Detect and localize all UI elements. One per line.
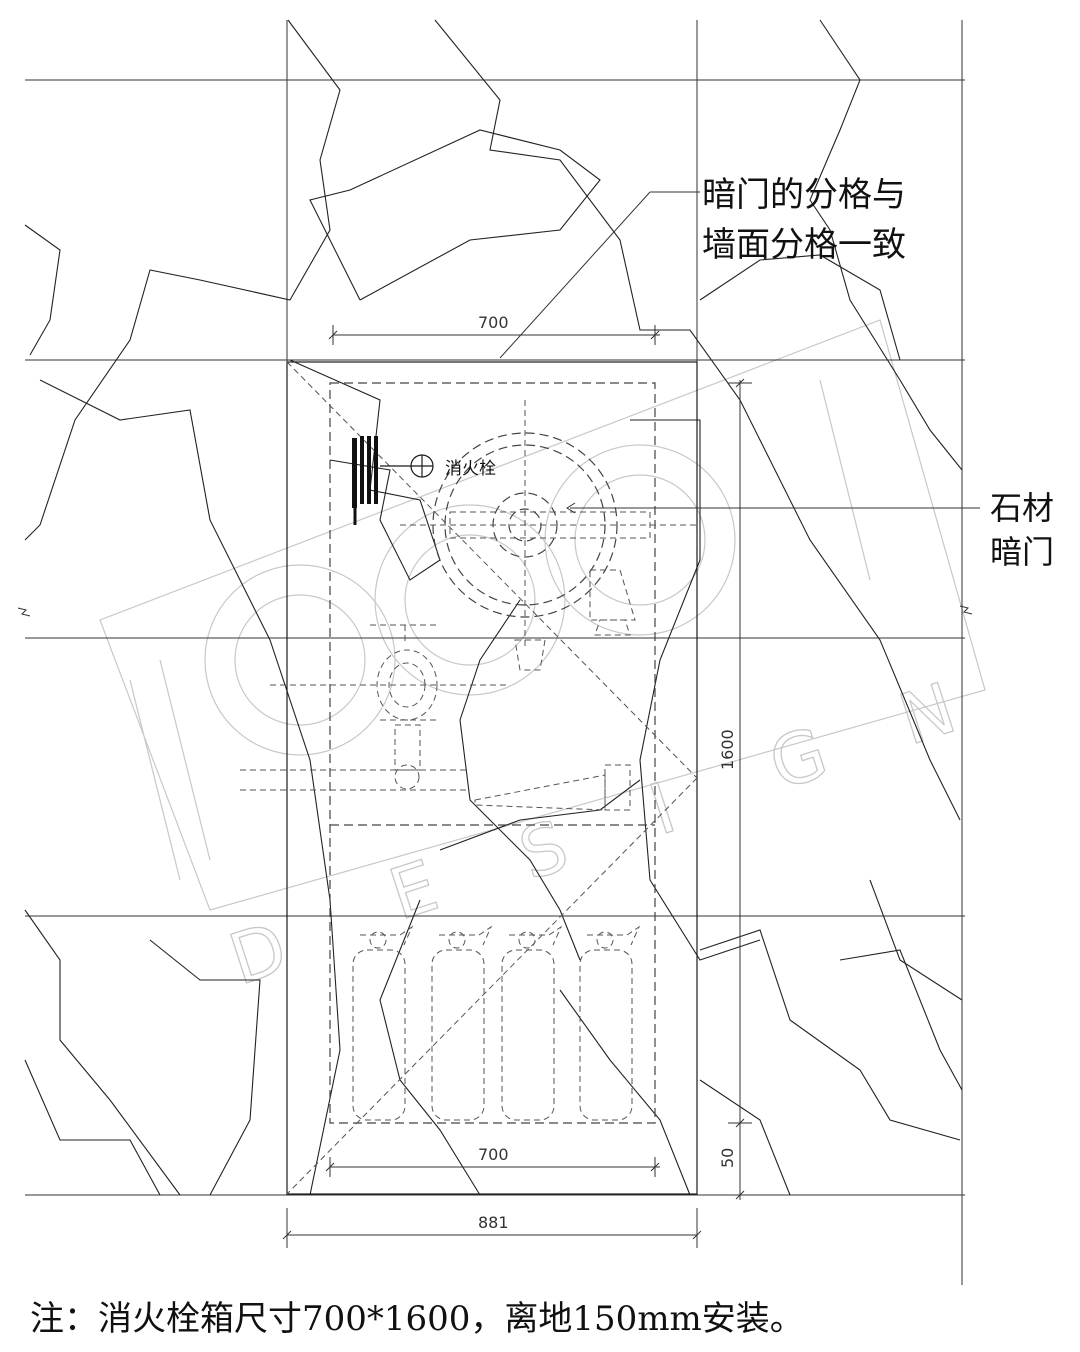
- watermark-letter-d: D: [220, 907, 297, 1002]
- dimension-overall-881: [282, 1208, 702, 1248]
- dimension-vertical: [728, 378, 752, 1200]
- stone-door-line2: 暗门: [990, 533, 1054, 571]
- watermark-letter-e: E: [380, 845, 447, 937]
- dimension-overall-label: 881: [478, 1213, 509, 1232]
- extinguisher: [352, 925, 414, 1121]
- footer-note: 注：消火栓箱尺寸700*1600，离地150mm安装。: [30, 1299, 804, 1339]
- hose-nozzle: [474, 764, 631, 811]
- fire-extinguishers: [352, 925, 641, 1121]
- dimension-top-700: [328, 325, 660, 345]
- watermark-letter-n: N: [890, 667, 965, 761]
- dimension-bottom-label: 700: [478, 1145, 509, 1164]
- dimension-bottom-700: [325, 1157, 660, 1177]
- dimension-top-label: 700: [478, 313, 509, 332]
- hydrant-valve: [240, 624, 510, 791]
- extinguisher: [579, 925, 641, 1121]
- partition-note-line2: 墙面分格一致: [702, 225, 906, 265]
- hydrant-legend-symbol: [352, 436, 434, 525]
- stone-veining: [24, 19, 963, 1196]
- cabinet: [286, 361, 698, 1195]
- hydrant-label: 消火栓: [445, 459, 496, 479]
- extinguisher: [501, 925, 563, 1121]
- watermark-logo: D E S I G N: [99, 319, 986, 1002]
- leader-lines: [499, 191, 980, 514]
- dimension-height-label: 1600: [718, 729, 737, 770]
- dimension-base-label: 50: [718, 1148, 737, 1168]
- partition-note-line1: 暗门的分格与: [702, 175, 906, 215]
- watermark-letter-g: G: [760, 711, 837, 806]
- stone-door-line1: 石材: [990, 489, 1054, 527]
- hose-reel: [400, 400, 700, 671]
- extinguisher: [431, 925, 493, 1121]
